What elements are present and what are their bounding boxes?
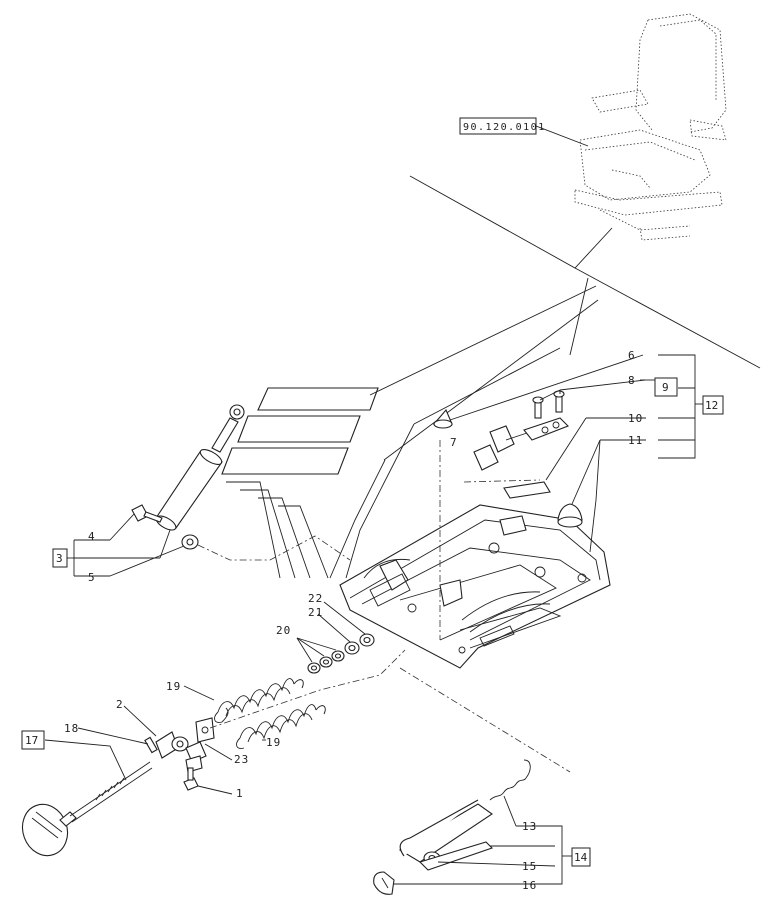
knob-6 [432,408,453,429]
group-box-14: 14 [571,847,591,867]
group-box-3: 3 [52,548,68,568]
callout-1: 1 [236,787,244,800]
group-box-9: 9 [654,377,678,397]
lever-bracket [155,717,215,773]
bushing-5 [181,534,199,550]
seat-base-frame [339,504,611,669]
reference-box-label: 90.120.0101 [463,122,546,133]
svg-text:3: 3 [56,552,63,565]
callout-2: 2 [116,698,124,711]
gas-spring [155,404,245,531]
lower-left-leaders [44,705,233,795]
group-box-12: 12 [702,395,724,415]
callout-20: 20 [276,624,291,637]
right-callout-leaders [449,354,646,553]
svg-text:17: 17 [25,734,38,747]
leader-lines [329,285,599,579]
callout-22: 22 [308,592,323,605]
latch-group-14 [373,759,531,895]
seat-layer-plates [221,387,379,579]
group-box-17: 17 [21,730,45,750]
callout-18: 18 [64,722,79,735]
actuator-7 [473,417,569,471]
adjustment-handle-17 [21,761,153,857]
callout-19-lower: 19 [266,736,281,749]
reference-box: 90.120.0101 [459,117,589,147]
group-12-bracket [658,354,705,459]
seat-assembly-outline [574,13,727,241]
callout-21: 21 [308,606,323,619]
callout-4: 4 [88,530,96,543]
screws-8 [532,390,565,419]
svg-text:12: 12 [705,399,718,412]
bolt-4 [131,504,163,523]
callout-6: 6 [628,349,636,362]
svg-text:14: 14 [574,851,588,864]
callout-13: 13 [522,820,537,833]
svg-text:9: 9 [662,381,669,394]
callout-11: 11 [628,434,643,447]
group-3-bracket [66,513,185,577]
callout-10: 10 [628,412,643,425]
bump-stop-11 [557,503,583,528]
callout-labels: 1 2 4 5 6 7 8 10 11 13 15 16 18 19 19 20… [64,349,643,892]
pad-10 [503,481,551,499]
washers [296,601,375,674]
callout-23: 23 [234,753,249,766]
callout-15: 15 [522,860,537,873]
callout-16: 16 [522,879,537,892]
group-9-bracket [640,379,695,389]
pin-18 [144,736,158,754]
latch-leaders [394,795,572,885]
callout-5: 5 [88,571,96,584]
callout-8: 8 [628,374,636,387]
springs-19 [183,678,326,749]
callout-7: 7 [450,436,458,449]
bolt-1 [183,767,199,791]
callout-19-upper: 19 [166,680,181,693]
group-boxes: 3 9 12 14 17 [21,377,724,867]
